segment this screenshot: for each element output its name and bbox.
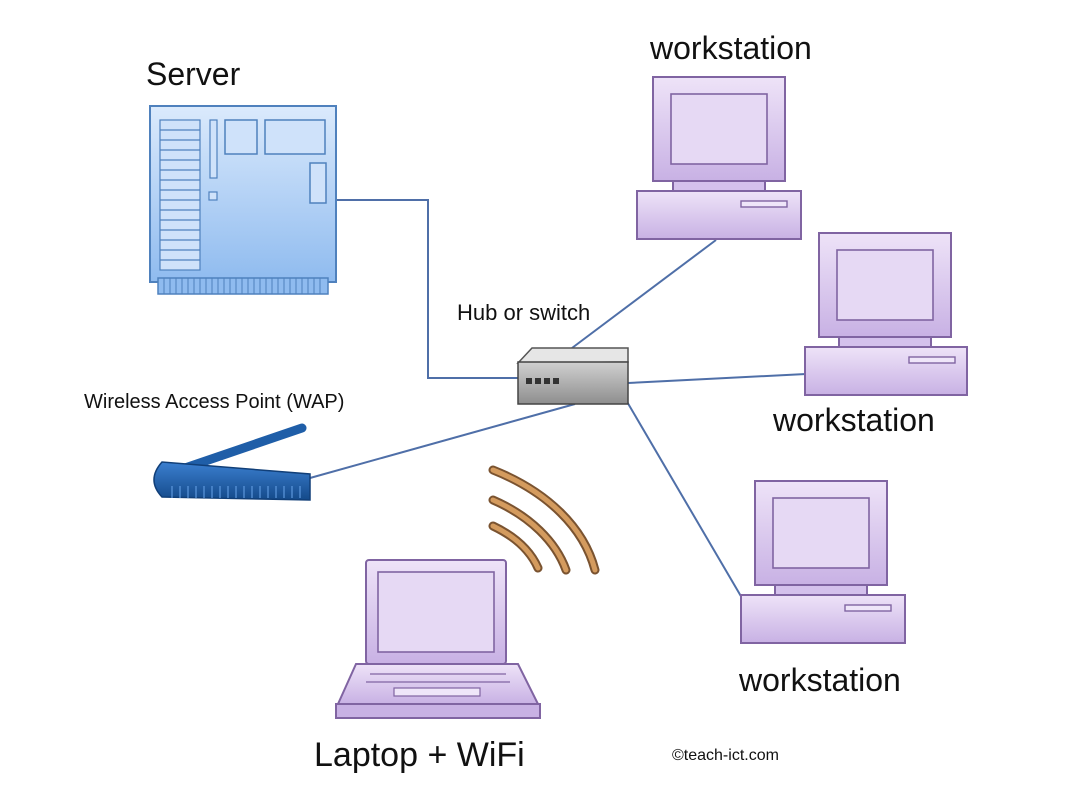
- workstation-top-label: workstation: [650, 30, 812, 66]
- link-ws1-hub: [571, 239, 717, 349]
- wifi-waves-icon: [488, 465, 600, 575]
- workstation-middle-label: workstation: [773, 402, 935, 438]
- laptop-label: Laptop + WiFi: [314, 736, 525, 774]
- link-wap-hub: [309, 403, 576, 479]
- laptop-icon: [335, 559, 541, 719]
- link-ws2-hub: [627, 373, 807, 384]
- wireless-access-point-icon: [153, 423, 311, 501]
- wap-label: Wireless Access Point (WAP): [84, 391, 345, 413]
- copyright-label: ©teach-ict.com: [672, 747, 779, 764]
- workstation-bottom-icon: [740, 480, 906, 644]
- links: [309, 199, 807, 599]
- workstation-middle-icon: [804, 232, 968, 396]
- server-label: Server: [146, 56, 241, 92]
- workstation-bottom-label: workstation: [739, 662, 901, 698]
- link-server-hub: [337, 199, 518, 379]
- link-ws3-hub: [625, 399, 743, 599]
- workstation-top-icon: [636, 76, 802, 240]
- hub-label: Hub or switch: [457, 300, 591, 325]
- server-icon: [149, 105, 337, 295]
- hub-icon: [516, 347, 629, 405]
